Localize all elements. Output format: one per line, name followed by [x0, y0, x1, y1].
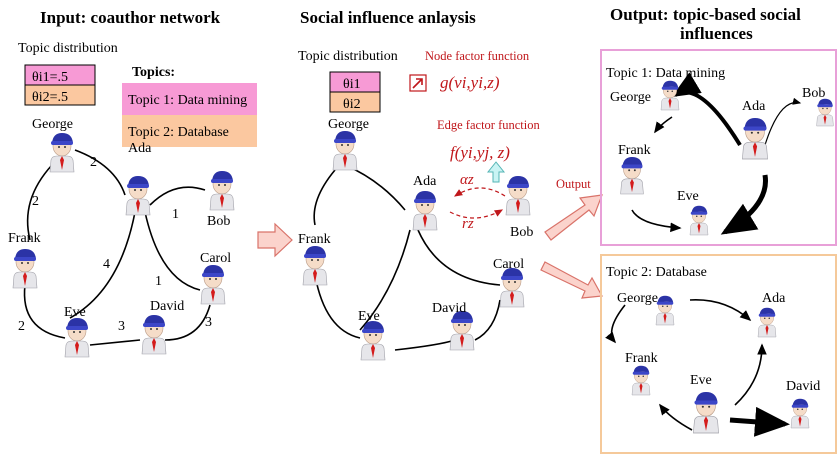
output-t2-name-david: David [786, 379, 820, 394]
output-topic2-box [600, 254, 837, 454]
middle-person-david [449, 310, 475, 351]
output-topic2-heading: Topic 2: Database [606, 265, 707, 280]
output-t2-name-frank: Frank [625, 351, 658, 366]
topic1-box [122, 83, 257, 115]
alpha-arrow [453, 187, 506, 197]
input-theta2: θi2=.5 [32, 90, 68, 105]
output-t1-person-bob [816, 98, 834, 127]
middle-person-frank [302, 245, 328, 286]
input-person-david [141, 314, 167, 355]
output-arrow-label: Output [556, 177, 591, 191]
input-edges [23, 149, 211, 346]
output-arrow-topic1 [544, 194, 603, 241]
middle-name-eve: Eve [358, 309, 380, 324]
output-t1-name-ada: Ada [742, 99, 766, 114]
output-t2-name-ada: Ada [762, 291, 786, 306]
input-name-bob: Bob [207, 214, 230, 229]
edge-weight-ada-bob: 1 [172, 207, 179, 222]
middle-theta2-box [329, 91, 381, 113]
topic2-box [122, 115, 257, 147]
middle-person-george [332, 130, 358, 171]
edge-weight-frank-eve: 2 [18, 319, 25, 334]
input-person-ada [125, 175, 151, 216]
input-theta1: θi1=.5 [32, 70, 68, 85]
output-t1-person-ada [741, 117, 769, 160]
middle-topic-distribution-label: Topic distribution [298, 49, 398, 64]
output-t1-name-frank: Frank [618, 143, 651, 158]
input-person-carol [200, 264, 226, 305]
input-name-george: George [32, 117, 73, 132]
topic1-label: Topic 1: Data mining [128, 93, 247, 108]
output-t2-person-ada [757, 307, 777, 338]
middle-name-carol: Carol [493, 257, 524, 272]
edge-factor-formula: f(yi,yj, z) [450, 143, 510, 162]
output-t1-name-bob: Bob [802, 86, 825, 101]
middle-person-eve [360, 320, 386, 361]
output-topic1-heading: Topic 1: Data mining [606, 66, 725, 81]
output-t2-person-david [790, 398, 810, 429]
input-person-frank [12, 248, 38, 289]
edge-weight-ada-eve: 4 [103, 257, 110, 272]
output-topic1-arrows [631, 72, 802, 235]
input-person-bob [209, 170, 235, 211]
output-arrow-topic2 [540, 261, 603, 299]
output-topic2-arrows [605, 299, 790, 437]
middle-name-george: George [328, 117, 369, 132]
input-panel-title: Input: coauthor network [40, 8, 221, 27]
output-panel-title-line1: Output: topic-based social [610, 5, 801, 24]
edge-weight-eve-david: 3 [118, 319, 125, 334]
output-panel-title-line2: influences [680, 24, 753, 43]
output-topic1-box [600, 49, 837, 246]
output-t2-person-george [655, 295, 675, 326]
node-factor-arrow-icon [409, 74, 427, 92]
output-t1-person-eve [689, 205, 709, 236]
middle-name-frank: Frank [298, 232, 331, 247]
middle-person-carol [499, 267, 525, 308]
middle-name-ada: Ada [413, 174, 437, 189]
middle-theta1: θi1 [343, 77, 361, 92]
edge-factor-label: Edge factor function [437, 118, 540, 132]
output-t1-name-eve: Eve [677, 189, 699, 204]
middle-name-bob: Bob [510, 225, 533, 240]
output-t2-person-eve [692, 391, 720, 434]
r-label: rz [462, 216, 474, 232]
middle-person-bob [505, 175, 531, 216]
input-to-middle-arrow [257, 222, 293, 258]
edge-weight-george-frank: 2 [32, 194, 39, 209]
input-name-frank: Frank [8, 231, 41, 246]
middle-panel-title: Social influence anlaysis [300, 8, 476, 27]
topic2-label: Topic 2: Database [128, 125, 229, 140]
alpha-label: αz [460, 172, 474, 188]
edge-weight-george-ada: 2 [90, 155, 97, 170]
middle-theta2: θi2 [343, 97, 361, 112]
middle-person-ada [412, 190, 438, 231]
edge-weight-david-carol: 3 [205, 315, 212, 330]
input-name-eve: Eve [64, 305, 86, 320]
edge-factor-up-arrow-icon [486, 161, 506, 183]
output-t1-name-george: George [610, 90, 651, 105]
output-t2-name-eve: Eve [690, 373, 712, 388]
input-name-carol: Carol [200, 251, 231, 266]
output-t2-person-frank [631, 365, 651, 396]
input-person-eve [64, 317, 90, 358]
node-factor-label: Node factor function [425, 49, 530, 63]
node-factor-formula: g(vi,yi,z) [440, 73, 500, 92]
input-name-david: David [150, 299, 184, 314]
output-t1-person-frank [620, 156, 644, 195]
edge-weight-ada-carol: 1 [155, 274, 162, 289]
input-person-george [49, 132, 75, 173]
input-topic-distribution-label: Topic distribution [18, 41, 118, 56]
input-theta2-box [24, 84, 96, 106]
output-t2-name-george: George [617, 291, 658, 306]
topics-heading: Topics: [132, 65, 175, 80]
input-name-ada: Ada [128, 141, 152, 156]
r-arrow [449, 209, 504, 219]
middle-name-david: David [432, 301, 466, 316]
